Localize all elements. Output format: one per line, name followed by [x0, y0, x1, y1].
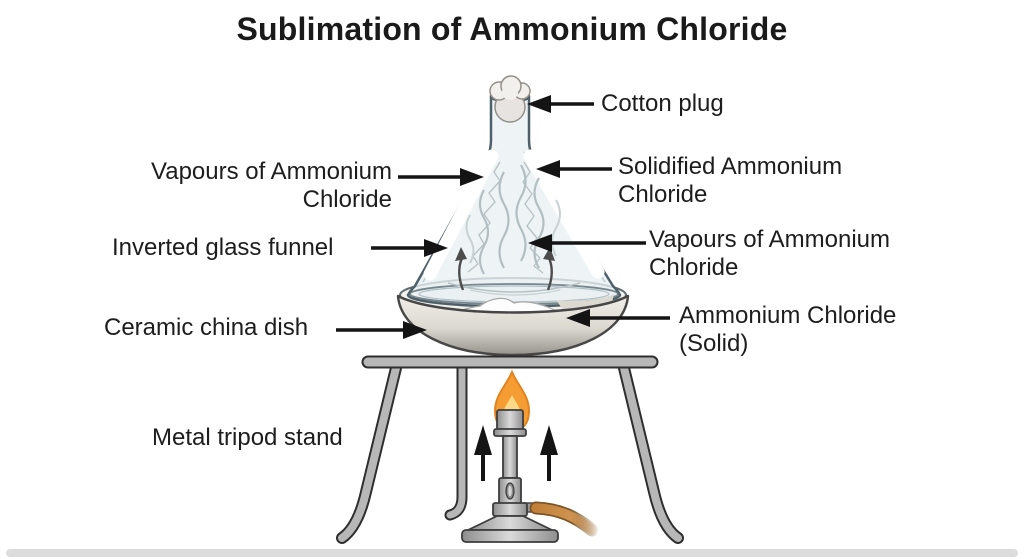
label-solidified: Solidified Ammonium Chloride [618, 153, 843, 208]
solidified-deposit [423, 149, 605, 281]
cotton-plug [489, 75, 531, 123]
label-inverted-funnel: Inverted glass funnel [112, 234, 334, 261]
cotton-plug-arrow [527, 95, 594, 113]
label-vapours-left: Vapours of Ammonium Chloride [151, 158, 392, 213]
label-ammonium-solid: Ammonium Chloride (Solid) [679, 302, 897, 357]
ceramic-dish-arrow [336, 321, 427, 339]
bunsen-burner [461, 369, 599, 543]
solidified-arrow [536, 160, 612, 178]
label-cotton-plug: Cotton plug [601, 90, 724, 117]
glass-funnel [406, 75, 622, 308]
rising-vapour-arrow-left [455, 247, 467, 291]
gas-hose [529, 501, 599, 537]
heat-arrows [474, 425, 558, 481]
diagram-title: Sublimation of Ammonium Chloride [236, 11, 788, 47]
vapours-right-arrow [528, 234, 646, 252]
label-vapours-right: Vapours of Ammonium Chloride [649, 226, 890, 281]
label-arrows [336, 95, 670, 339]
label-ceramic-dish: Ceramic china dish [104, 314, 309, 341]
label-tripod-stand: Metal tripod stand [152, 424, 343, 451]
ammonium-solid-arrow [566, 309, 670, 327]
inverted-funnel-arrow [371, 239, 448, 257]
metal-tripod [336, 355, 684, 544]
bench-surface [6, 549, 1018, 557]
rising-vapour-arrow-right [543, 247, 555, 291]
ceramic-dish [396, 294, 630, 357]
vapours-left-arrow [398, 168, 484, 186]
